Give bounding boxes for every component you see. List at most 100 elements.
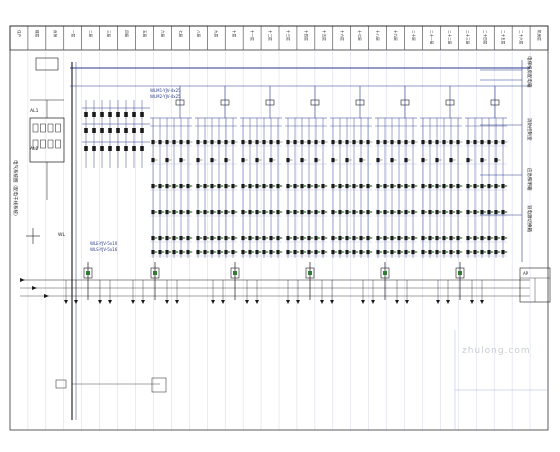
meter-box (307, 184, 311, 189)
load-symbol (361, 300, 365, 304)
meter-box (421, 210, 425, 215)
meter-box (116, 146, 120, 151)
meter-box (248, 236, 252, 241)
indicator (183, 185, 185, 187)
indicator (491, 237, 493, 239)
indicator (266, 185, 268, 187)
indicator (394, 211, 396, 213)
indicator (155, 251, 157, 253)
indicator (273, 211, 275, 213)
indicator (335, 211, 337, 213)
indicator (335, 237, 337, 239)
indicator (460, 237, 462, 239)
breaker-symbol (265, 99, 275, 106)
meter-box (501, 210, 505, 215)
meter-box (366, 210, 370, 215)
indicator (325, 251, 327, 253)
switch-symbol (32, 139, 39, 149)
meter-box (172, 184, 176, 189)
meter-box (300, 236, 304, 241)
meter-box (151, 140, 155, 145)
indicator (470, 237, 472, 239)
panel-indicator (233, 271, 237, 275)
indicator (280, 237, 282, 239)
indicator (155, 211, 157, 213)
meter-box (397, 250, 401, 255)
meter-box (321, 210, 325, 215)
meter-box (314, 158, 318, 163)
indicator (363, 185, 365, 187)
breaker-symbol (175, 99, 185, 106)
meter-box (108, 128, 112, 133)
incoming-box (35, 57, 59, 71)
meter-box (286, 158, 290, 163)
meter-box (404, 250, 408, 255)
meter-box (269, 250, 273, 255)
indicator (425, 211, 427, 213)
right-label: 电梯机房配电箱 (526, 56, 533, 88)
indicator (477, 185, 479, 187)
indicator (491, 211, 493, 213)
meter-box (314, 236, 318, 241)
meter-box (224, 236, 228, 241)
meter-box (338, 140, 342, 145)
indicator (325, 237, 327, 239)
meter-box (300, 184, 304, 189)
meter-box (331, 210, 335, 215)
indicator (387, 185, 389, 187)
meter-box (172, 236, 176, 241)
indicator (387, 237, 389, 239)
indicator (432, 185, 434, 187)
indicator (401, 237, 403, 239)
switch-symbol (40, 139, 46, 149)
meter-box (179, 236, 183, 241)
meter-box (224, 210, 228, 215)
indicator (214, 237, 216, 239)
meter-box (404, 158, 408, 163)
load-symbol (320, 300, 324, 304)
meter-box (435, 158, 439, 163)
grid-lines (9, 25, 549, 431)
meter-box (359, 158, 363, 163)
meter-box (241, 158, 245, 163)
header-cell-label: 二十二层 (447, 30, 452, 45)
meter-box (269, 236, 273, 241)
left-main-panel (26, 57, 167, 393)
meter-box (140, 146, 144, 151)
indicator (439, 211, 441, 213)
indicator (207, 251, 209, 253)
meter-box (473, 184, 477, 189)
meter-box (331, 236, 335, 241)
panel-indicator (308, 271, 312, 275)
meter-box (390, 250, 394, 255)
header-cell-label: 十二层 (268, 30, 273, 41)
meter-box (473, 250, 477, 255)
meter-box (231, 184, 235, 189)
bus-label: WLM1-YJV-4x25 (150, 88, 181, 93)
indicator (176, 237, 178, 239)
bus-label: WLE-YJV-5x10 (90, 241, 118, 246)
right-label: 双电源切换箱 (526, 205, 533, 232)
indicator (439, 251, 441, 253)
indicator (176, 185, 178, 187)
indicator (318, 185, 320, 187)
meter-box (480, 250, 484, 255)
panel-indicator (383, 271, 387, 275)
meter-box (456, 140, 460, 145)
load-symbol (395, 300, 399, 304)
meter-box (435, 236, 439, 241)
header-cell-label: 十四层 (304, 30, 309, 41)
indicator (311, 237, 313, 239)
indicator (252, 251, 254, 253)
meter-box (116, 112, 120, 117)
indicator (349, 237, 351, 239)
indicator (380, 237, 382, 239)
meter-box (487, 184, 491, 189)
meter-box (307, 140, 311, 145)
meter-box (411, 210, 415, 215)
indicator (228, 185, 230, 187)
indicator (477, 251, 479, 253)
meter-box (421, 250, 425, 255)
meter-box (151, 250, 155, 255)
meter-box (352, 250, 356, 255)
